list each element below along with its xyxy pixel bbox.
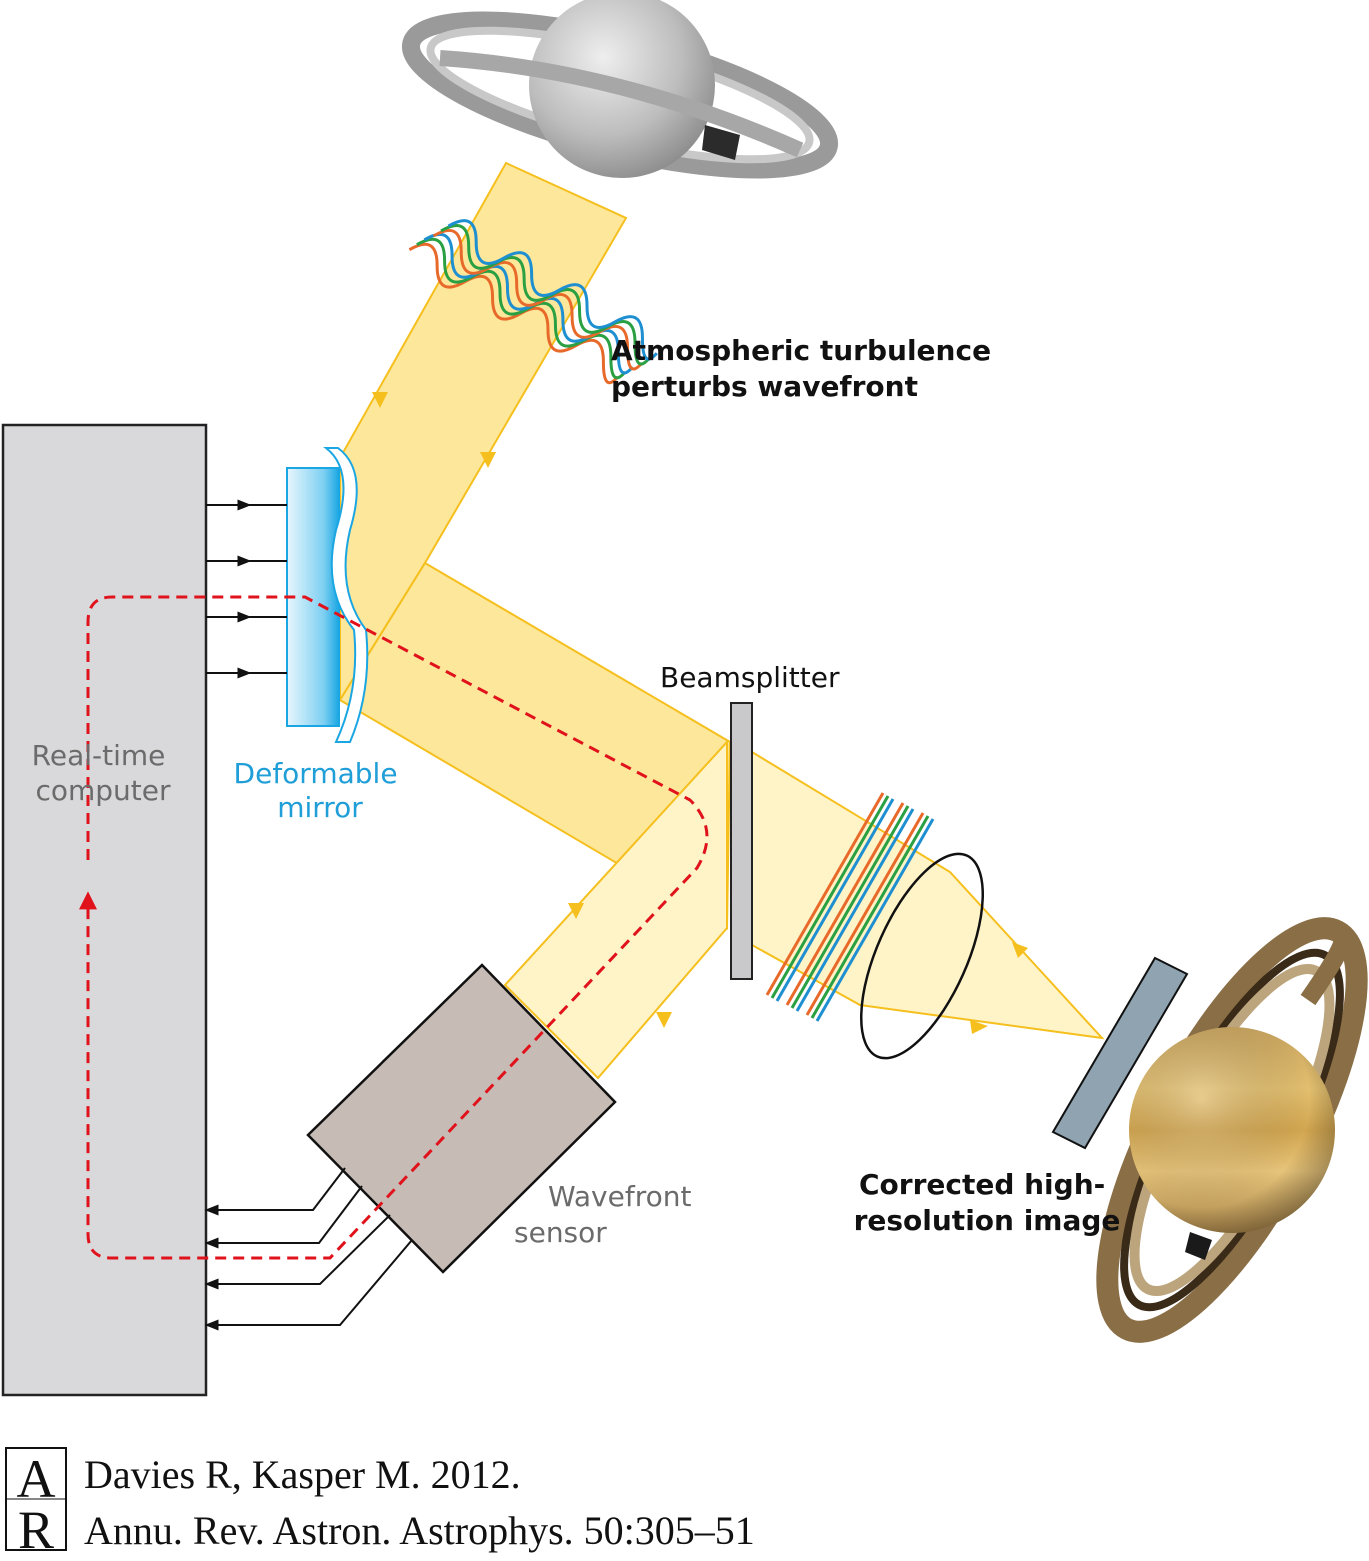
beamsplitter — [730, 702, 753, 980]
corrected-image-label: Corrected high- resolution image — [854, 1168, 1121, 1237]
deformable-mirror — [286, 447, 369, 743]
real-time-computer — [1, 423, 208, 1397]
computer-label: Real-time computer — [32, 739, 175, 807]
turbulence-wavefront-icon — [408, 219, 658, 385]
saturn-blurred-icon — [401, 0, 839, 179]
saturn-corrected-icon — [1096, 917, 1368, 1343]
beamsplitter-label: Beamsplitter — [660, 661, 840, 694]
feedback-loop — [79, 595, 709, 1260]
sensor-output-lines — [204, 1167, 413, 1331]
lens-icon — [859, 852, 985, 1060]
svg-text:A: A — [17, 1449, 56, 1509]
beam-arrows — [372, 392, 1028, 1034]
citation-line-1: Davies R, Kasper M. 2012. — [84, 1452, 521, 1497]
ar-logo-icon: A R — [5, 1447, 67, 1560]
turbulence-label: Atmospheric turbulence perturbs wavefron… — [611, 334, 1001, 403]
sensor-label: Wavefront sensor — [514, 1180, 700, 1249]
detector-plate — [1051, 956, 1189, 1150]
mirror-label: Deformable mirror — [234, 757, 407, 824]
citation-line-2: Annu. Rev. Astron. Astrophys. 50:305–51 — [84, 1508, 755, 1553]
corrected-wavefront-icon — [765, 792, 935, 1022]
svg-text:R: R — [18, 1500, 54, 1560]
mirror-control-lines — [206, 499, 287, 679]
